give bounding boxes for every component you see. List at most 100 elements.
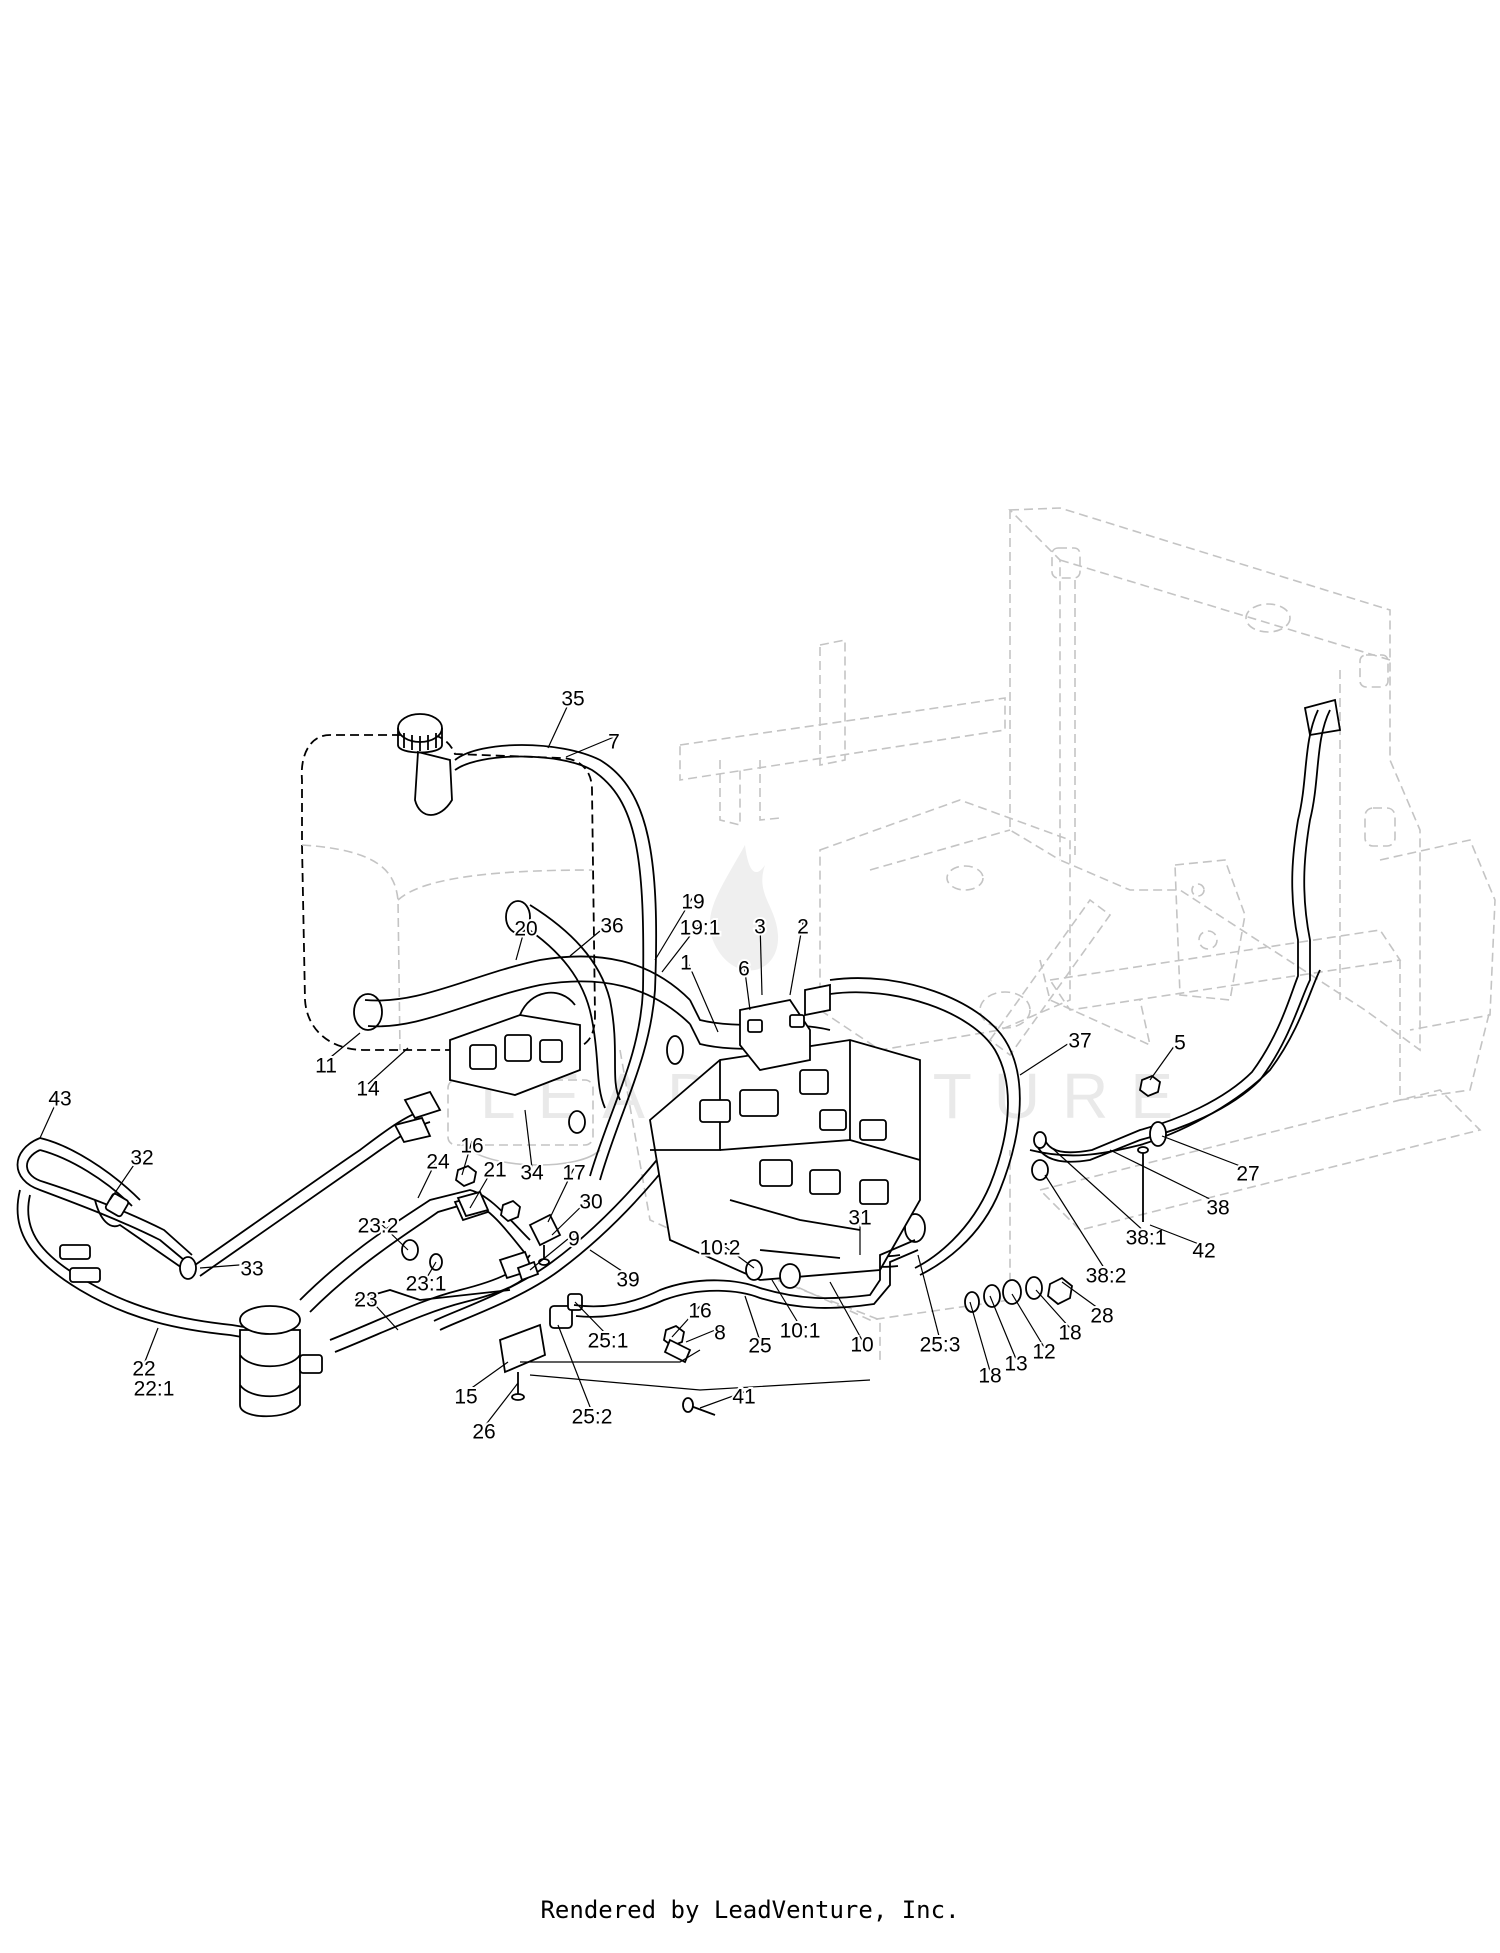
callout-leader-c15 bbox=[465, 1361, 509, 1393]
callout-label-c32: 32 bbox=[130, 1147, 153, 1170]
callout-label-c19_1: 19:1 bbox=[680, 917, 721, 940]
callout-leader-c2 bbox=[789, 921, 804, 996]
callout-label-c22: 22 bbox=[132, 1358, 155, 1381]
callout-leader-c43 bbox=[39, 1093, 61, 1139]
steering-lines bbox=[16, 1090, 537, 1418]
callout-leader-c8 bbox=[685, 1327, 721, 1343]
callout-label-c38_2: 38:2 bbox=[1086, 1265, 1127, 1288]
callout-leader-c22 bbox=[143, 1327, 159, 1365]
callout-leader-c33 bbox=[199, 1263, 253, 1269]
callout-leader-c28 bbox=[1061, 1281, 1103, 1312]
callout-label-c26: 26 bbox=[472, 1421, 495, 1444]
callout-leader-c9 bbox=[529, 1233, 575, 1271]
callout-leader-c1 bbox=[685, 957, 719, 1033]
callout-label-c9: 9 bbox=[568, 1228, 580, 1251]
callout-leader-c16a bbox=[461, 1140, 473, 1176]
callout-label-c10: 10 bbox=[850, 1334, 873, 1357]
callout-label-c38: 38 bbox=[1206, 1197, 1229, 1220]
callout-label-c30: 30 bbox=[579, 1191, 602, 1214]
callout-label-c39: 39 bbox=[616, 1269, 639, 1292]
callout-leader-c32 bbox=[109, 1152, 143, 1201]
callout-label-c34: 34 bbox=[520, 1162, 544, 1185]
callout-leader-c24 bbox=[417, 1156, 439, 1199]
callout-leader-c25_2 bbox=[557, 1324, 593, 1413]
callout-label-c25_1: 25:1 bbox=[588, 1330, 629, 1353]
machine-frame bbox=[447, 507, 1496, 1360]
callout-label-c23: 23 bbox=[354, 1289, 377, 1312]
callout-leader-c38 bbox=[1109, 1149, 1219, 1204]
callout-leader-c23 bbox=[365, 1294, 399, 1331]
callout-label-c21: 21 bbox=[483, 1159, 506, 1182]
callout-leader-c18b bbox=[969, 1301, 991, 1372]
callout-leader-c21 bbox=[469, 1164, 496, 1209]
callout-leader-c17 bbox=[547, 1167, 575, 1223]
callout-label-c8: 8 bbox=[714, 1322, 726, 1345]
callout-label-c38_1: 38:1 bbox=[1126, 1227, 1167, 1250]
callout-label-c23_2: 23:2 bbox=[358, 1215, 399, 1238]
hydraulic-tank bbox=[300, 713, 596, 1051]
callout-label-c19: 19 bbox=[681, 891, 704, 914]
callout-label-c10_2: 10:2 bbox=[700, 1237, 741, 1260]
callout-leader-c36 bbox=[569, 920, 613, 957]
callout-leader-c35 bbox=[547, 693, 574, 749]
callout-label-c5: 5 bbox=[1174, 1032, 1186, 1055]
callout-label-c36: 36 bbox=[600, 915, 623, 938]
callout-leader-c10 bbox=[829, 1281, 863, 1341]
callout-label-c16b: 16 bbox=[688, 1300, 711, 1323]
callout-label-c12: 12 bbox=[1032, 1341, 1055, 1364]
callout-leader-c27 bbox=[1161, 1135, 1249, 1170]
callout-leader-c37 bbox=[1019, 1035, 1081, 1076]
callout-leader-c18a bbox=[1035, 1289, 1071, 1329]
callout-label-c35: 35 bbox=[561, 688, 584, 711]
callout-leader-c6 bbox=[743, 963, 751, 1011]
callout-label-c17: 17 bbox=[562, 1162, 585, 1185]
callout-label-c25_2: 25:2 bbox=[572, 1406, 613, 1429]
callout-label-c7: 7 bbox=[608, 731, 620, 754]
callout-leader-c23_2 bbox=[377, 1220, 409, 1251]
callout-label-c18a: 18 bbox=[1058, 1322, 1081, 1345]
callout-leader-c42 bbox=[1149, 1224, 1205, 1247]
callout-label-c15: 15 bbox=[454, 1386, 477, 1409]
control-valve bbox=[449, 991, 586, 1134]
callout-label-c11: 11 bbox=[315, 1055, 337, 1078]
callout-label-c16a: 16 bbox=[460, 1135, 483, 1158]
callout-leader-c38_1 bbox=[1051, 1147, 1147, 1234]
callout-leader-c25_1 bbox=[574, 1301, 609, 1337]
callout-leader-c25_3 bbox=[917, 1254, 941, 1341]
hydrostatic-pump bbox=[649, 983, 921, 1281]
callout-leader-c16b bbox=[671, 1305, 701, 1338]
callout-leader-c25 bbox=[744, 1295, 761, 1342]
callout-leader-c11 bbox=[325, 1032, 361, 1062]
callout-leader-c5 bbox=[1149, 1037, 1181, 1081]
hardware-parts bbox=[401, 1074, 1161, 1416]
callout-label-c37: 37 bbox=[1068, 1030, 1091, 1053]
callout-leader-c30 bbox=[551, 1196, 592, 1236]
callout-label-c43: 43 bbox=[48, 1088, 71, 1111]
callout-label-c13: 13 bbox=[1004, 1353, 1027, 1376]
callout-leader-c19 bbox=[654, 896, 694, 961]
callout-label-c33: 33 bbox=[240, 1258, 263, 1281]
callout-label-c23_1: 23:1 bbox=[406, 1273, 447, 1296]
callout-label-c25_3: 25:3 bbox=[920, 1334, 961, 1357]
callout-label-c42: 42 bbox=[1192, 1240, 1215, 1263]
callout-label-c25: 25 bbox=[748, 1335, 771, 1358]
callout-label-c20: 20 bbox=[514, 918, 537, 941]
callout-label-c31: 31 bbox=[848, 1207, 871, 1230]
callout-label-c14: 14 bbox=[356, 1078, 380, 1101]
callout-label-c18b: 18 bbox=[978, 1365, 1001, 1388]
callout-label-c1: 1 bbox=[680, 952, 692, 975]
callout-leader-c10_1 bbox=[771, 1279, 801, 1327]
callout-label-c24: 24 bbox=[426, 1151, 450, 1174]
callout-leader-c39 bbox=[589, 1249, 629, 1276]
callout-label-c2: 2 bbox=[797, 916, 809, 939]
footer-credit: Rendered by LeadVenture, Inc. bbox=[540, 1896, 959, 1924]
callout-label-c22_1: 22:1 bbox=[134, 1378, 175, 1401]
callout-leader-c41 bbox=[699, 1391, 745, 1409]
callout-leader-c19_1 bbox=[661, 922, 701, 973]
callout-label-c3: 3 bbox=[754, 916, 766, 939]
callout-leader-c34 bbox=[524, 1109, 533, 1169]
callout-label-c10_1: 10:1 bbox=[780, 1320, 821, 1343]
callout-leader-c38_2 bbox=[1044, 1174, 1107, 1272]
callout-leader-c26 bbox=[483, 1382, 519, 1428]
